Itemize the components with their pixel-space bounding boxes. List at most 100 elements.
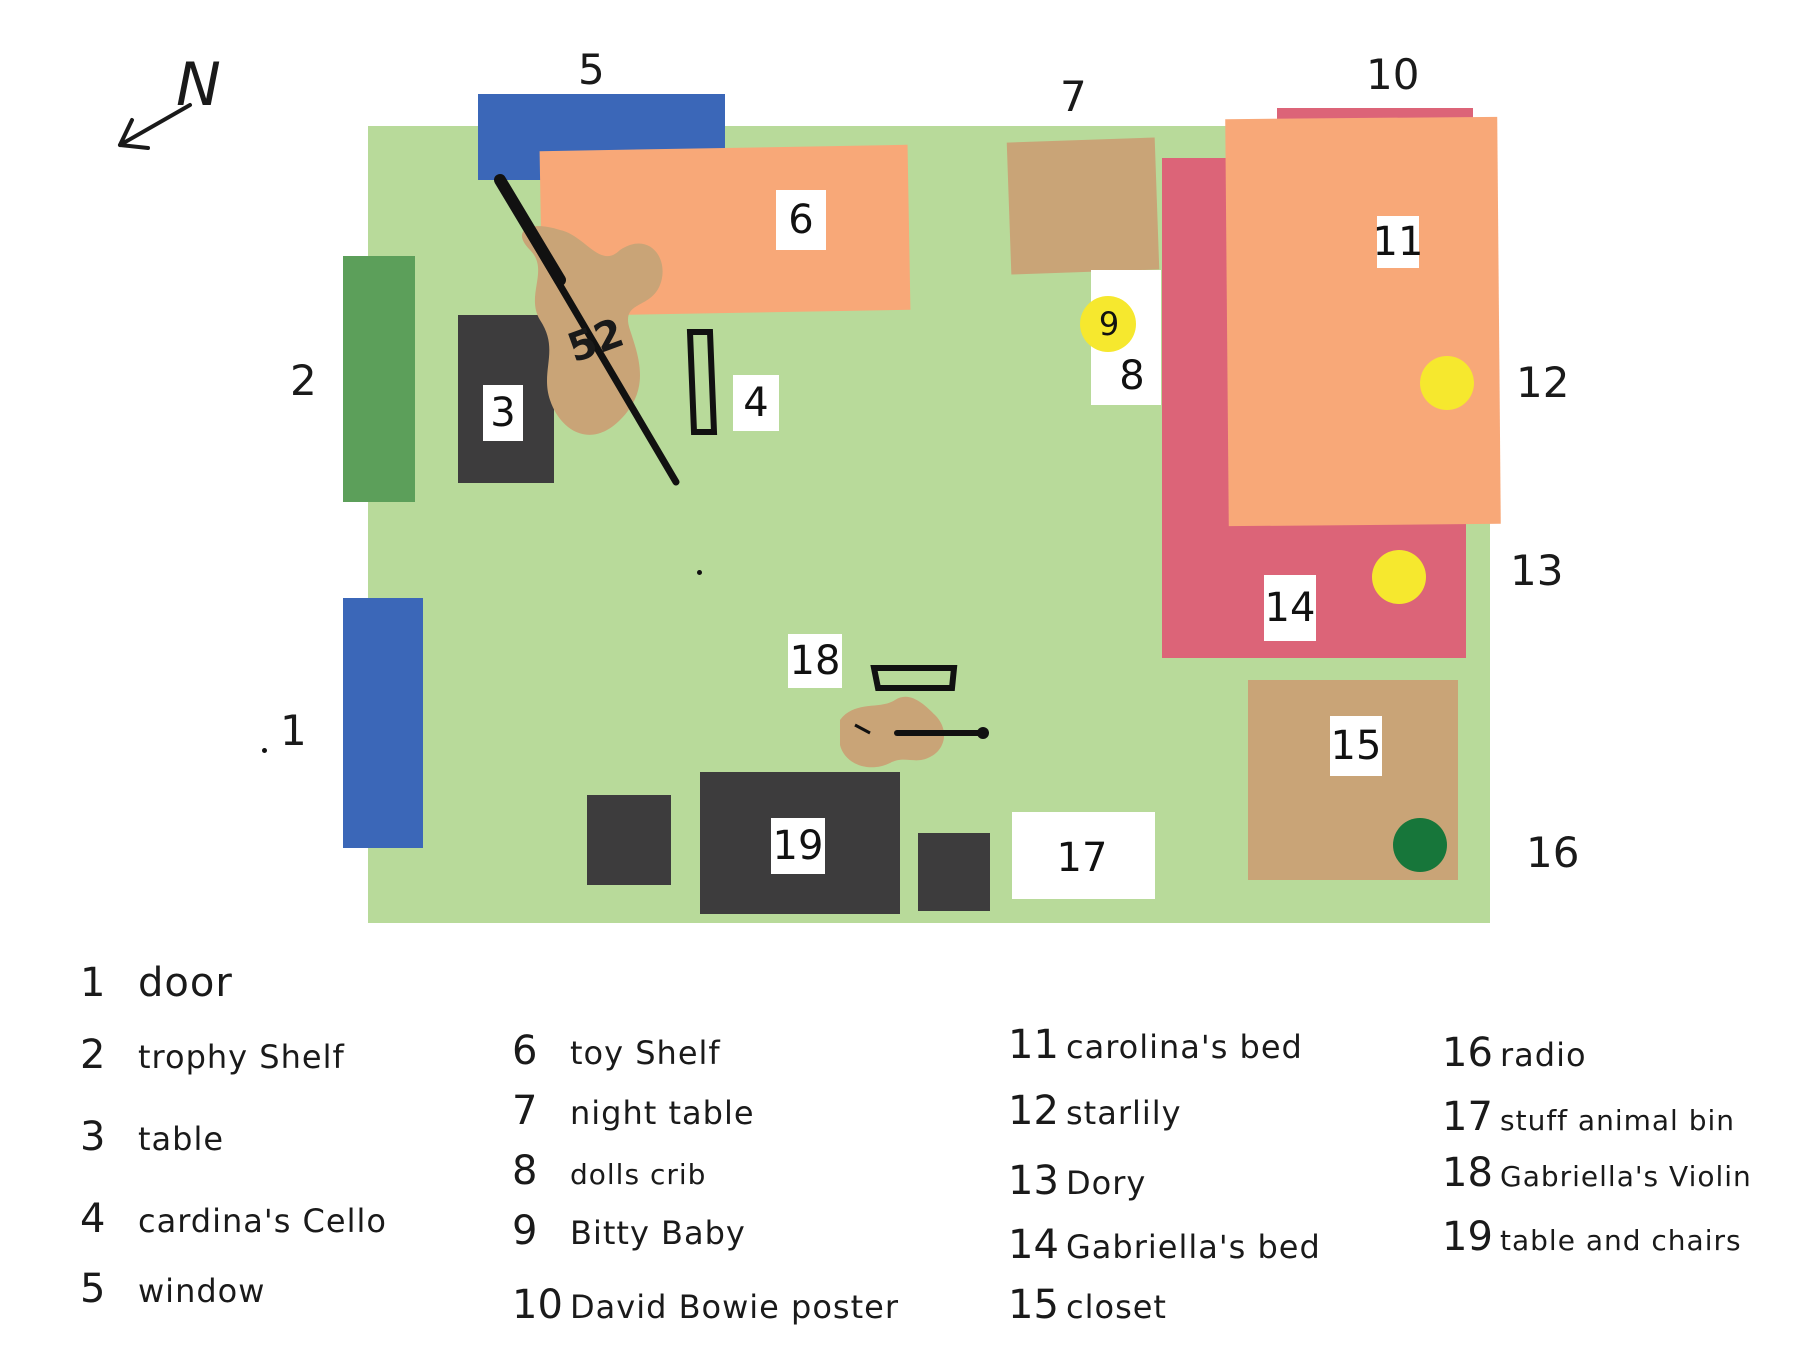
legend-text: Gabriella's Violin — [1500, 1160, 1752, 1193]
legend-text: dolls crib — [570, 1158, 707, 1191]
carolinas-bed — [1225, 116, 1501, 527]
legend-column-2: 6 toy Shelf 7 night table 8 dolls crib 9 Bit… — [512, 1028, 899, 1342]
label-15: 15 — [1330, 716, 1382, 776]
chair-right — [918, 833, 990, 911]
legend-text: Bitty Baby — [570, 1214, 746, 1252]
legend-number: 14 — [1008, 1222, 1059, 1268]
legend-item: 7 night table — [512, 1088, 899, 1148]
violin-stand-icon — [870, 665, 958, 691]
legend-column-1: 1 door 2 trophy Shelf 3 table 4 cardina's Ce… — [80, 960, 387, 1326]
legend-number: 10 — [512, 1282, 563, 1328]
legend-number: 12 — [1008, 1088, 1059, 1134]
legend-number: 15 — [1008, 1282, 1059, 1328]
legend-text: carolina's bed — [1066, 1028, 1303, 1066]
legend-number: 2 — [80, 1032, 106, 1078]
legend-number: 11 — [1008, 1022, 1059, 1068]
legend-number: 17 — [1442, 1094, 1493, 1140]
legend-number: 19 — [1442, 1214, 1493, 1260]
cello-stand-icon — [686, 329, 718, 435]
legend-item: 8 dolls crib — [512, 1148, 899, 1208]
edge-label-5: 5 — [578, 45, 605, 94]
legend-number: 6 — [512, 1028, 538, 1074]
edge-label-12: 12 — [1516, 358, 1570, 407]
edge-label-10: 10 — [1366, 50, 1420, 99]
legend-text: table — [138, 1120, 225, 1158]
label-11: 11 — [1373, 216, 1423, 268]
label-14: 14 — [1264, 575, 1316, 641]
legend-item: 3 table — [80, 1114, 387, 1196]
stray-mark — [262, 748, 267, 753]
label-18: 18 — [788, 634, 842, 688]
legend-text: door — [138, 960, 233, 1006]
arrow-left-icon — [118, 103, 192, 150]
legend-number: 9 — [512, 1208, 538, 1254]
edge-label-16: 16 — [1526, 828, 1580, 877]
stuff-animal-bin — [1012, 812, 1155, 899]
legend-text: night table — [570, 1094, 755, 1132]
legend-item: 2 trophy Shelf — [80, 1032, 387, 1114]
legend-number: 3 — [80, 1114, 106, 1160]
label-19: 19 — [771, 818, 825, 874]
label-9: 9 — [1098, 305, 1120, 343]
edge-label-1: 1 — [280, 706, 307, 755]
legend-text: Dory — [1066, 1164, 1147, 1202]
legend-text: window — [138, 1272, 266, 1310]
legend-number: 13 — [1008, 1158, 1059, 1204]
stray-mark — [697, 570, 702, 575]
legend-number: 4 — [80, 1196, 106, 1242]
trophy-shelf — [343, 256, 415, 502]
cello-icon — [494, 174, 680, 486]
legend-number: 7 — [512, 1088, 538, 1134]
dory-dot — [1372, 550, 1426, 604]
legend-number: 1 — [80, 960, 106, 1006]
door — [343, 598, 423, 848]
legend-item: 4 cardina's Cello — [80, 1196, 387, 1266]
legend-text: trophy Shelf — [138, 1038, 345, 1076]
bitty-baby-dot — [1080, 296, 1136, 352]
legend-number: 18 — [1442, 1150, 1493, 1196]
compass: N — [110, 50, 240, 160]
chair-left — [587, 795, 671, 885]
edge-label-7: 7 — [1060, 72, 1087, 121]
label-3: 3 — [483, 385, 523, 441]
legend-text: table and chairs — [1500, 1224, 1742, 1257]
edge-label-2: 2 — [290, 356, 317, 405]
edge-label-13: 13 — [1510, 546, 1564, 595]
legend-text: David Bowie poster — [570, 1288, 899, 1326]
label-4: 4 — [733, 375, 779, 431]
legend-item: 1 door — [80, 960, 387, 1032]
compass-label: N — [176, 50, 221, 120]
night-table — [1006, 137, 1160, 275]
legend-text: radio — [1500, 1036, 1587, 1074]
label-17: 17 — [1056, 835, 1108, 881]
legend-text: toy Shelf — [570, 1034, 721, 1072]
legend-text: Gabriella's bed — [1066, 1228, 1321, 1266]
label-8: 8 — [1119, 353, 1145, 399]
legend-number: 5 — [80, 1266, 106, 1312]
legend-item: 6 toy Shelf — [512, 1028, 899, 1088]
label-6: 6 — [776, 190, 826, 250]
legend-text: closet — [1066, 1288, 1167, 1326]
starlily-dot — [1420, 356, 1474, 410]
legend-number: 8 — [512, 1148, 538, 1194]
radio-dot — [1393, 818, 1447, 872]
legend-text: stuff animal bin — [1500, 1104, 1736, 1137]
legend-text: starlily — [1066, 1094, 1182, 1132]
legend-text: cardina's Cello — [138, 1202, 387, 1240]
legend-item: 5 window — [80, 1266, 387, 1326]
legend-number: 16 — [1442, 1030, 1493, 1076]
legend-item: 9 Bitty Baby — [512, 1208, 899, 1282]
violin-icon — [840, 696, 989, 768]
